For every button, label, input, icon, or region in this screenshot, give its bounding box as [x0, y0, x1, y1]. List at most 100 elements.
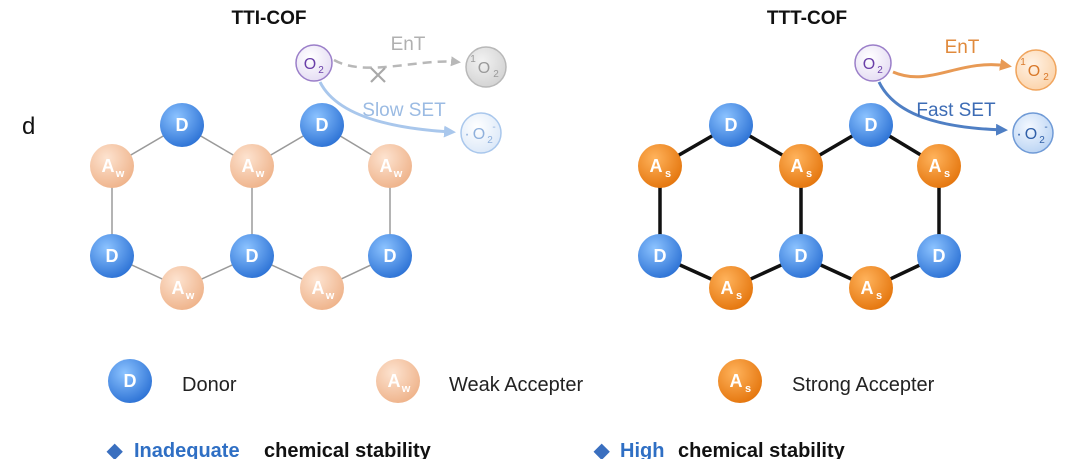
- svg-text:D: D: [384, 246, 397, 266]
- svg-text:A: A: [791, 156, 804, 176]
- tti-weak-acceptor-2: A w: [230, 144, 274, 188]
- legend: D Donor A w Weak Accepter A s Strong Acc…: [108, 359, 935, 403]
- ttt-donor-3: D: [638, 234, 682, 278]
- tti-weak-acceptor-5: A w: [300, 266, 344, 310]
- stability-left-text: chemical stability: [264, 440, 432, 459]
- svg-text:D: D: [654, 246, 667, 266]
- svg-text:2: 2: [487, 135, 493, 146]
- svg-text:D: D: [316, 115, 329, 135]
- stability-right-emphasis: High: [620, 440, 664, 459]
- ttt-strong-acceptor-3: A s: [917, 144, 961, 188]
- svg-text:s: s: [665, 168, 671, 180]
- tti-donor-4: D: [230, 234, 274, 278]
- svg-text:O: O: [1028, 63, 1040, 80]
- svg-text:A: A: [172, 278, 185, 298]
- stability-right: ◆ High chemical stability: [593, 440, 846, 459]
- svg-text:·: ·: [464, 126, 469, 143]
- ttt-set-arrow: [877, 81, 1008, 136]
- svg-text:s: s: [806, 168, 812, 180]
- ttt-strong-acceptor-5: A s: [849, 266, 893, 310]
- svg-text:1: 1: [470, 54, 476, 65]
- svg-text:O: O: [863, 56, 875, 73]
- svg-text:1: 1: [1020, 57, 1026, 68]
- svg-text:O: O: [478, 60, 490, 77]
- ttt-singlet-oxygen-node: 1 O 2: [1015, 49, 1057, 91]
- tti-superoxide-node: · O 2 -: [460, 112, 502, 154]
- legend-donor-swatch: D: [108, 359, 152, 403]
- tti-donor-2: D: [300, 103, 344, 147]
- stability-right-bullet: ◆: [593, 440, 610, 459]
- tti-weak-acceptor-4: A w: [160, 266, 204, 310]
- svg-text:D: D: [865, 115, 878, 135]
- ttt-cof-panel: TTT-COF D D D D D: [638, 8, 1057, 310]
- ttt-oxygen-node: O 2: [854, 44, 892, 82]
- svg-text:D: D: [176, 115, 189, 135]
- ttt-strong-acceptor-1: A s: [638, 144, 682, 188]
- tti-donor-5: D: [368, 234, 412, 278]
- svg-text:A: A: [388, 371, 401, 391]
- svg-text:·: ·: [1016, 126, 1021, 143]
- svg-text:2: 2: [1043, 72, 1049, 83]
- svg-text:A: A: [102, 156, 115, 176]
- svg-text:D: D: [725, 115, 738, 135]
- svg-text:D: D: [124, 371, 137, 391]
- svg-text:D: D: [106, 246, 119, 266]
- svg-text:A: A: [242, 156, 255, 176]
- svg-text:O: O: [304, 56, 316, 73]
- svg-text:2: 2: [318, 65, 324, 76]
- tti-set-label: Slow SET: [362, 100, 446, 121]
- svg-text:s: s: [876, 290, 882, 302]
- ttt-strong-acceptor-4: A s: [709, 266, 753, 310]
- ttt-set-label: Fast SET: [916, 100, 996, 121]
- svg-text:w: w: [325, 290, 335, 302]
- svg-text:w: w: [255, 168, 265, 180]
- ttt-ent-arrow: [892, 58, 1012, 79]
- svg-text:O: O: [1025, 126, 1037, 143]
- svg-text:w: w: [185, 290, 195, 302]
- svg-text:w: w: [401, 383, 411, 395]
- svg-text:A: A: [929, 156, 942, 176]
- svg-text:A: A: [380, 156, 393, 176]
- svg-text:w: w: [115, 168, 125, 180]
- ttt-donor-4: D: [779, 234, 823, 278]
- svg-text:2: 2: [1039, 135, 1045, 146]
- legend-weak-acceptor-swatch: A w: [376, 359, 420, 403]
- panel-label: d: [22, 113, 35, 140]
- svg-text:D: D: [933, 246, 946, 266]
- tti-ent-blocked-x: [370, 67, 386, 83]
- svg-text:O: O: [473, 126, 485, 143]
- stability-right-text: chemical stability: [678, 440, 846, 459]
- ttt-strong-acceptor-2: A s: [779, 144, 823, 188]
- svg-text:D: D: [795, 246, 808, 266]
- stability-left-emphasis: Inadequate: [134, 440, 240, 459]
- tti-weak-acceptor-1: A w: [90, 144, 134, 188]
- legend-donor-label: Donor: [182, 374, 237, 396]
- ttt-ent-label: EnT: [945, 37, 980, 58]
- svg-text:2: 2: [877, 65, 883, 76]
- ttt-superoxide-node: · O 2 -: [1012, 112, 1054, 154]
- tti-ent-arrow: [333, 56, 461, 69]
- svg-text:A: A: [730, 371, 743, 391]
- svg-text:A: A: [721, 278, 734, 298]
- svg-text:A: A: [312, 278, 325, 298]
- ttt-donor-2: D: [849, 103, 893, 147]
- svg-text:-: -: [492, 122, 495, 133]
- tti-donor-3: D: [90, 234, 134, 278]
- tti-oxygen-node: O 2: [295, 44, 333, 82]
- svg-text:D: D: [246, 246, 259, 266]
- svg-text:s: s: [944, 168, 950, 180]
- svg-text:s: s: [736, 290, 742, 302]
- tti-weak-acceptor-3: A w: [368, 144, 412, 188]
- ttt-donor-1: D: [709, 103, 753, 147]
- tti-ent-label: EnT: [391, 34, 426, 55]
- svg-text:A: A: [861, 278, 874, 298]
- svg-text:s: s: [745, 383, 751, 395]
- stability-left: ◆ Inadequate chemical stability: [106, 440, 432, 459]
- ttt-donor-5: D: [917, 234, 961, 278]
- svg-text:A: A: [650, 156, 663, 176]
- svg-text:w: w: [393, 168, 403, 180]
- legend-strong-acceptor-label: Strong Accepter: [792, 374, 935, 396]
- tti-cof-title: TTI-COF: [232, 8, 307, 29]
- tti-set-arrow: [318, 81, 456, 138]
